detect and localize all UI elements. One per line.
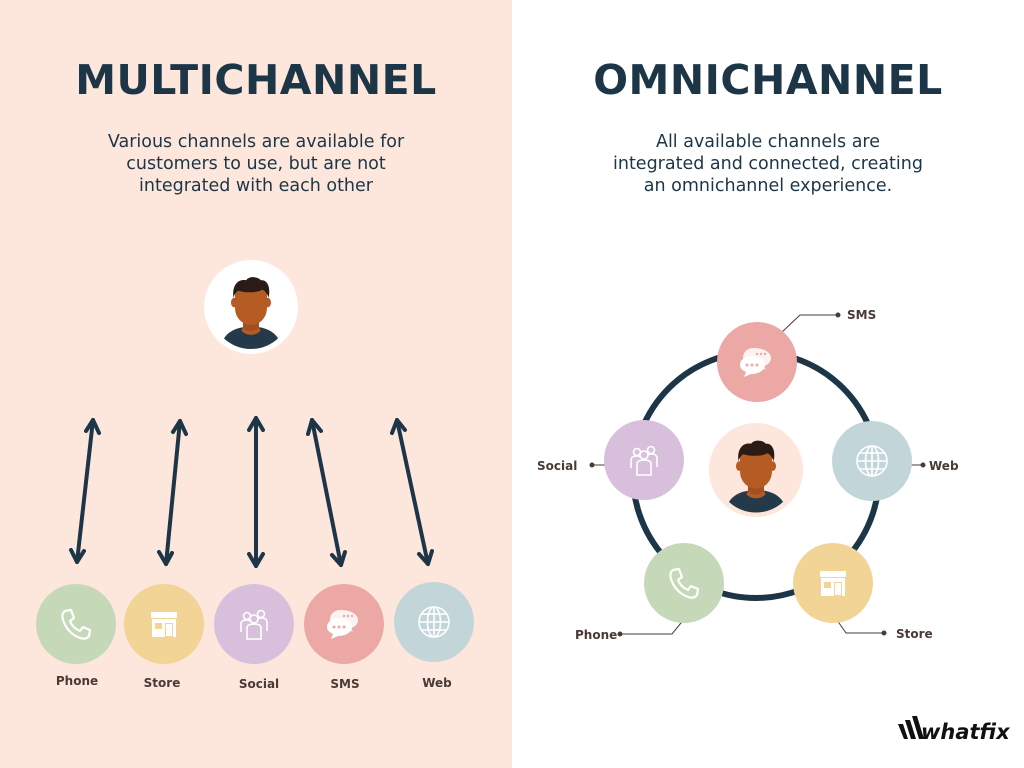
channel-label: SMS <box>330 677 359 691</box>
omnichannel-description-line: integrated and connected, creating <box>612 154 923 174</box>
channel-sms: SMS <box>717 308 876 402</box>
channel-label: Web <box>422 676 452 690</box>
omnichannel-customer-avatar <box>709 423 803 517</box>
channel-phone: Phone <box>36 584 116 688</box>
multichannel-arrows <box>69 416 434 568</box>
omnichannel-description-line: an omnichannel experience. <box>643 176 893 196</box>
channel-label: SMS <box>847 308 876 322</box>
brand-name: whatfix <box>921 720 1011 744</box>
multichannel-title: MULTICHANNEL <box>75 56 437 104</box>
double-arrow-web <box>390 418 434 566</box>
channel-store: Store <box>124 584 204 690</box>
channel-label: Store <box>144 676 181 690</box>
whatfix-logo-mark-icon <box>898 716 924 739</box>
store-icon <box>820 571 846 596</box>
web-icon <box>856 445 888 477</box>
channel-label: Social <box>537 459 577 473</box>
multichannel-description-line: customers to use, but are not <box>126 154 386 174</box>
channel-social: Social <box>214 584 294 691</box>
channel-label: Store <box>896 627 933 641</box>
double-arrow-social <box>247 416 265 568</box>
channel-label: Phone <box>56 674 98 688</box>
multichannel-customer-avatar <box>204 260 298 354</box>
channel-label: Phone <box>575 628 617 642</box>
double-arrow-sms <box>306 418 347 567</box>
multichannel-description: Various channels are available for custo… <box>66 131 446 197</box>
channel-label: Social <box>239 677 279 691</box>
omnichannel-description: All available channels are integrated an… <box>578 131 958 197</box>
channel-label: Web <box>929 459 959 473</box>
whatfix-logo: whatfix <box>898 716 1011 744</box>
channel-social: Social <box>537 420 684 500</box>
omnichannel-channels: SMS Web Store Phone Social <box>537 308 959 642</box>
channel-web: Web <box>832 421 959 501</box>
channel-phone: Phone <box>575 543 724 642</box>
omnichannel-title: OMNICHANNEL <box>593 56 943 104</box>
multichannel-description-line: Various channels are available for <box>107 132 405 152</box>
omnichannel-description-line: All available channels are <box>655 132 881 152</box>
double-arrow-store <box>157 419 188 566</box>
web-icon <box>418 606 450 638</box>
multichannel-channels: Phone Store Social SMS Web <box>36 582 474 691</box>
channel-store: Store <box>793 543 933 641</box>
channel-web: Web <box>394 582 474 690</box>
double-arrow-phone <box>69 418 101 564</box>
channel-sms: SMS <box>304 584 384 691</box>
store-icon <box>151 612 177 637</box>
multichannel-description-line: integrated with each other <box>139 176 373 196</box>
